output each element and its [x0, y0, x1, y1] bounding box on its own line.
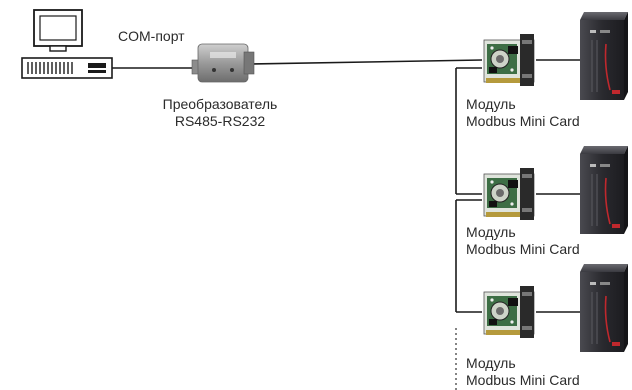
converter-label-line2: RS485-RS232 [174, 113, 266, 129]
ups-icon [579, 11, 629, 101]
module-label-line2: Modbus Mini Card [466, 241, 580, 257]
module-label-line1: Модуль [466, 96, 516, 112]
module-label-line1: Модуль [466, 355, 516, 371]
module-card-icon [483, 167, 535, 221]
module-label-line1: Модуль [466, 224, 516, 240]
ups-icon [579, 263, 629, 353]
module-label-line2: Modbus Mini Card [466, 372, 580, 388]
bus-lines [112, 59, 582, 313]
com-port-label: COM-порт [118, 28, 185, 44]
converter-label-line1: Преобразователь [162, 96, 278, 112]
module-label: Модуль Modbus Mini Card [466, 224, 580, 258]
module-label: Модуль Modbus Mini Card [466, 96, 580, 130]
module-label: Модуль Modbus Mini Card [466, 355, 580, 389]
module-card-icon [483, 33, 535, 87]
module-label-line2: Modbus Mini Card [466, 113, 580, 129]
computer-icon [21, 9, 113, 79]
ups-icon [579, 145, 629, 235]
converter-icon [191, 43, 255, 83]
module-card-icon [483, 285, 535, 339]
converter-label: Преобразователь RS485-RS232 [140, 96, 300, 130]
